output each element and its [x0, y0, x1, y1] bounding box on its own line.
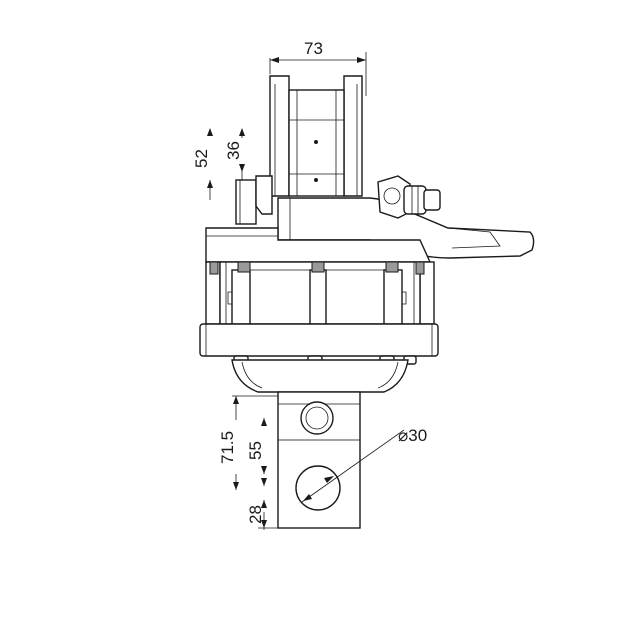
top-mount-bracket — [269, 75, 363, 197]
bottom-flange — [199, 323, 439, 365]
dim-label-36: 36 — [224, 141, 243, 160]
dim-shaft-heights: 71.5 55 28 — [218, 395, 278, 530]
hydraulic-fitting — [377, 175, 441, 219]
output-shaft — [277, 391, 361, 529]
dim-top-width: 73 — [269, 39, 367, 96]
dim-hole-diameter: ⌀30 — [301, 426, 427, 503]
lower-housing — [231, 359, 409, 393]
dim-label-diameter-30: ⌀30 — [398, 426, 427, 445]
rotator-body — [205, 261, 435, 325]
dim-label-71-5: 71.5 — [218, 431, 237, 464]
dim-label-55: 55 — [246, 441, 265, 460]
dim-label-73: 73 — [304, 39, 323, 58]
side-pin — [235, 175, 273, 225]
dim-height-52-36: 52 36 — [192, 128, 245, 200]
dim-label-52: 52 — [192, 149, 211, 168]
dim-label-28: 28 — [246, 505, 265, 524]
